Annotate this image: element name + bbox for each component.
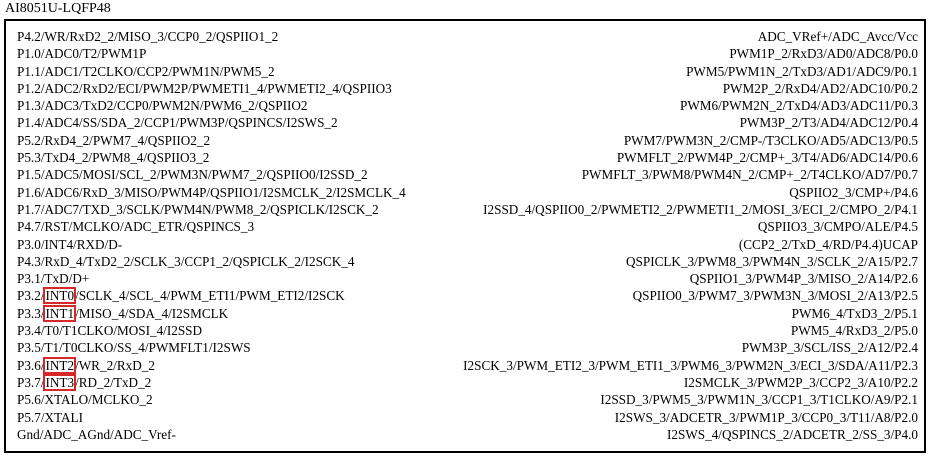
right-pin-label: PWM2P_2/RxD4/AD2/ADC10/P0.2 — [722, 80, 918, 96]
right-pin-label: PWM6/PWM2N_2/TxD4/AD3/ADC11/P0.3 — [680, 98, 918, 114]
pin-functions: /MISO_4/SDA_4/I2SMCLK — [75, 305, 229, 321]
pin-functions: P1.1/ADC1/T2CLKO/CCP2/PWM1N/PWM5_2 — [17, 63, 275, 79]
right-pin-label: I2SSD_3/PWM5_3/PWM1N_3/CCP1_3/T1CLKO/A9/… — [600, 392, 918, 408]
pin-functions: P4.2/WR/RxD2_2/MISO_3/CCP0_2/QSPIIO1_2 — [17, 29, 279, 44]
pin-functions: P1.2/ADC2/RxD2/ECI/PWM2P/PWMETI1_4/PWMET… — [17, 80, 392, 96]
pin-functions: P5.7/XTALI — [17, 409, 83, 425]
pin-functions: P5.6/XTALO/MCLKO_2 — [17, 392, 153, 408]
pin-prefix: P3.6/ — [17, 357, 45, 373]
chip-title: AI8051U-LQFP48 — [5, 1, 111, 16]
right-pin-label: PWM7/PWM3N_2/CMP-/T3CLKO/AD5/ADC13/P0.5 — [623, 132, 918, 148]
right-pin-label: PWMFLT_3/PWM8/PWM4N_2/CMP+_2/T4CLKO/AD7/… — [581, 167, 918, 183]
right-pin-label: PWM5_4/RxD3_2/P5.0 — [790, 323, 918, 339]
left-pin-label: P3.4/T0/T1CLKO/MOSI_4/I2SSD — [17, 322, 406, 339]
pin-functions: P1.0/ADC0/T2/PWM1P — [17, 46, 147, 62]
pin-functions: P3.0/INT4/RXD/D- — [17, 236, 123, 252]
left-pin-label: P1.3/ADC3/TxD2/CCP0/PWM2N/PWM6_2/QSPIIO2 — [17, 97, 406, 114]
left-pin-label: P1.4/ADC4/SS/SDA_2/CCP1/PWM3P/QSPINCS/I2… — [17, 114, 406, 131]
left-pin-label: P3.5/T1/T0CLKO/SS_4/PWMFLT1/I2SWS — [17, 339, 406, 356]
left-pin-label: P5.6/XTALO/MCLKO_2 — [17, 391, 406, 408]
interrupt-highlight-box: INT2 — [43, 356, 77, 374]
pin-functions: Gnd/ADC_AGnd/ADC_Vref- — [17, 426, 176, 442]
right-pin-label: I2SCK_3/PWM_ETI2_3/PWM_ETI1_3/PWM6_3/PWM… — [463, 357, 918, 373]
pin-functions: P4.3/RxD_4/TxD2_2/SCLK_3/CCP1_2/QSPICLK_… — [17, 253, 355, 269]
left-pin-label: P3.7/INT3/RD_2/TxD_2 — [17, 373, 406, 391]
pin-functions: P1.3/ADC3/TxD2/CCP0/PWM2N/PWM6_2/QSPIIO2 — [17, 98, 308, 114]
pin-functions: P4.7/RST/MCLKO/ADC_ETR/QSPINCS_3 — [17, 219, 255, 235]
right-pin-label: QSPIIO0_3/PWM7_3/PWM3N_3/MOSI_2/A13/P2.5 — [632, 288, 918, 304]
right-pin-label: PWM3P_3/SCL/ISS_2/A12/P2.4 — [741, 340, 918, 356]
left-pin-label: P1.6/ADC6/RxD_3/MISO/PWM4P/QSPIIO1/I2SMC… — [17, 184, 406, 201]
right-pin-label: PWMFLT_2/PWM4P_2/CMP+_3/T4/AD6/ADC14/P0.… — [616, 150, 918, 166]
left-pin-label: Gnd/ADC_AGnd/ADC_Vref- — [17, 426, 406, 443]
left-pin-label: P3.1/TxD/D+ — [17, 270, 406, 287]
left-pin-label: P1.2/ADC2/RxD2/ECI/PWM2P/PWMETI1_4/PWMET… — [17, 80, 406, 97]
right-pin-label: I2SMCLK_3/PWM2P_3/CCP2_3/A10/P2.2 — [683, 374, 918, 390]
pin-prefix: P3.7/ — [17, 374, 45, 390]
pin-functions: P3.1/TxD/D+ — [17, 271, 90, 287]
interrupt-highlight-box: INT1 — [43, 304, 77, 322]
left-pin-label: P5.7/XTALI — [17, 409, 406, 426]
left-pin-label: P4.7/RST/MCLKO/ADC_ETR/QSPINCS_3 — [17, 218, 406, 235]
left-pin-label: P1.1/ADC1/T2CLKO/CCP2/PWM1N/PWM5_2 — [17, 63, 406, 80]
left-pin-label: P1.5/ADC5/MOSI/SCL_2/PWM3N/PWM7_2/QSPIIO… — [17, 166, 406, 183]
right-pin-label: QSPIIO1_3/PWM4P_3/MISO_2/A14/P2.6 — [689, 271, 918, 287]
left-pin-label: P3.0/INT4/RXD/D- — [17, 236, 406, 253]
right-pin-label: QSPICLK_3/PWM8_3/PWM4N_3/SCLK_2/A15/P2.7 — [626, 253, 918, 269]
pin-prefix: P3.2/ — [17, 288, 45, 304]
interrupt-highlight-box: INT0 — [43, 287, 77, 305]
pin-functions: /RD_2/TxD_2 — [75, 374, 152, 390]
pin-functions: P3.4/T0/T1CLKO/MOSI_4/I2SSD — [17, 323, 203, 339]
pin-functions: P3.5/T1/T0CLKO/SS_4/PWMFLT1/I2SWS — [17, 340, 251, 356]
pin-functions: P1.6/ADC6/RxD_3/MISO/PWM4P/QSPIIO1/I2SMC… — [17, 184, 406, 200]
pin-functions: P5.3/TxD4_2/PWM8_4/QSPIIO3_2 — [17, 150, 210, 166]
left-pin-label: P5.3/TxD4_2/PWM8_4/QSPIIO3_2 — [17, 149, 406, 166]
right-pin-label: I2SWS_3/ADCETR_3/PWM1P_3/CCP0_3/T11/A8/P… — [614, 409, 918, 425]
right-pin-label: PWM1P_2/RxD3/AD0/ADC8/P0.0 — [729, 46, 918, 62]
left-pin-label: P4.3/RxD_4/TxD2_2/SCLK_3/CCP1_2/QSPICLK_… — [17, 253, 406, 270]
left-pin-label: P3.2/INT0/SCLK_4/SCL_4/PWM_ETI1/PWM_ETI2… — [17, 287, 406, 305]
pin-functions: P1.5/ADC5/MOSI/SCL_2/PWM3N/PWM7_2/QSPIIO… — [17, 167, 368, 183]
right-pin-label: QSPIIO2_3/CMP+/P4.6 — [789, 184, 918, 200]
left-pin-label: P1.0/ADC0/T2/PWM1P — [17, 45, 406, 62]
right-pin-label: QSPIIO3_3/CMPO/ALE/P4.5 — [757, 219, 918, 235]
left-pin-label: P3.6/INT2/WR_2/RxD_2 — [17, 356, 406, 374]
pin-prefix: P3.3/ — [17, 305, 45, 321]
pin-functions: P5.2/RxD4_2/PWM7_4/QSPIIO2_2 — [17, 132, 211, 148]
right-pin-label: PWM5/PWM1N_2/TxD3/AD1/ADC9/P0.1 — [686, 63, 918, 79]
right-pin-label: ADC_VRef+/ADC_Avcc/Vcc — [757, 29, 918, 44]
right-pin-label: PWM6_4/TxD3_2/P5.1 — [791, 305, 918, 321]
right-pin-label: I2SWS_4/QSPINCS_2/ADCETR_2/SS_3/P4.0 — [667, 426, 918, 442]
pin-functions: /WR_2/RxD_2 — [75, 357, 155, 373]
right-pin-label: (CCP2_2/TxD_4/RD/P4.4)UCAP — [738, 236, 918, 252]
interrupt-highlight-box: INT3 — [43, 373, 77, 391]
left-pin-label: P1.7/ADC7/TXD_3/SCLK/PWM4N/PWM8_2/QSPICL… — [17, 201, 406, 218]
left-pin-label: P3.3/INT1/MISO_4/SDA_4/I2SMCLK — [17, 304, 406, 322]
right-pin-label: I2SSD_4/QSPIIO0_2/PWMETI2_2/PWMETI1_2/MO… — [483, 201, 918, 217]
right-pin-label: PWM3P_2/T3/AD4/ADC12/P0.4 — [739, 115, 918, 131]
left-pin-label: P4.2/WR/RxD2_2/MISO_3/CCP0_2/QSPIIO1_2 — [17, 28, 406, 45]
pin-functions: P1.7/ADC7/TXD_3/SCLK/PWM4N/PWM8_2/QSPICL… — [17, 201, 379, 217]
pin-functions: P1.4/ADC4/SS/SDA_2/CCP1/PWM3P/QSPINCS/I2… — [17, 115, 338, 131]
left-pin-label: P5.2/RxD4_2/PWM7_4/QSPIIO2_2 — [17, 132, 406, 149]
pin-functions: /SCLK_4/SCL_4/PWM_ETI1/PWM_ETI2/I2SCK — [75, 288, 345, 304]
